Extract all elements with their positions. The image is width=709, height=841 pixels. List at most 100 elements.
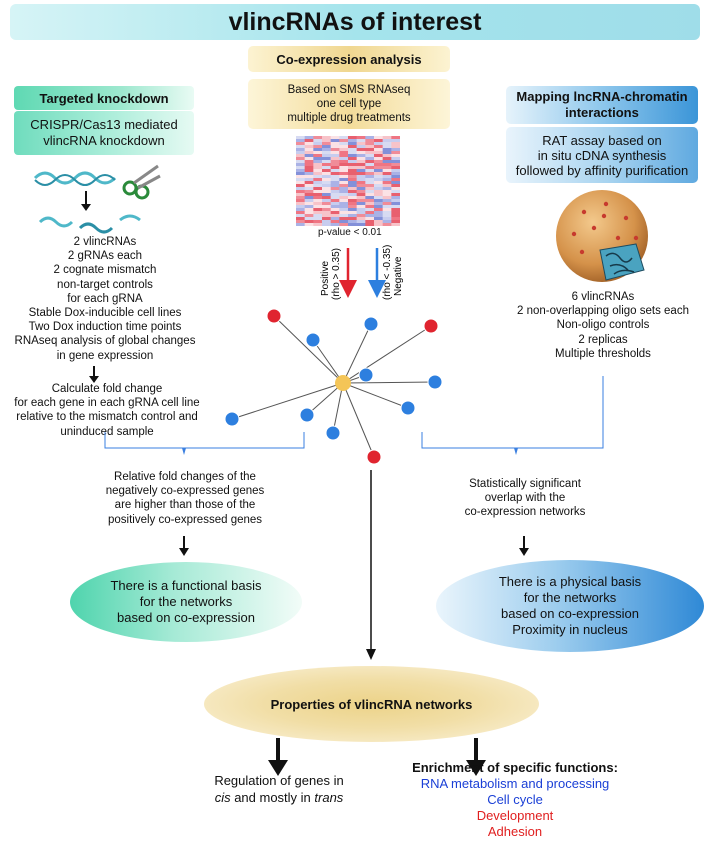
mapping-detail-line: 2 replicas — [578, 333, 628, 346]
heatmap-cell — [391, 223, 400, 226]
heatmap-cell — [313, 202, 323, 206]
heatmap-cell — [365, 148, 375, 152]
heatmap-cell — [356, 184, 366, 188]
heatmap-cell — [365, 160, 375, 164]
heatmap-cell — [374, 205, 383, 209]
heatmap-cell — [339, 136, 349, 140]
heatmap-cell — [296, 157, 305, 161]
heatmap-cell — [296, 148, 305, 152]
heatmap-cell — [348, 190, 357, 194]
network-edge — [332, 382, 344, 434]
heatmap-cell — [330, 145, 340, 149]
heatmap-cell — [391, 160, 400, 164]
network-nodes — [225, 308, 443, 465]
heatmap-cell — [313, 169, 323, 173]
heatmap-cell — [365, 190, 375, 194]
heatmap-cell — [382, 214, 392, 218]
heatmap-cell — [365, 172, 375, 176]
heatmap-cell — [365, 145, 375, 149]
rna-fragment-1 — [38, 216, 74, 228]
positive-label: Positive — [320, 261, 331, 296]
heatmap-cell — [322, 142, 331, 146]
heatmap-cell — [356, 163, 366, 167]
heatmap-cell — [322, 190, 331, 194]
heatmap-cell — [313, 148, 323, 152]
network-edge — [342, 381, 436, 384]
heatmap-cell — [391, 175, 400, 179]
network-edge — [342, 325, 432, 384]
heatmap-cell — [374, 211, 383, 215]
heatmap-cell — [339, 220, 349, 224]
heatmap-cell — [330, 178, 340, 182]
network-edge — [342, 382, 375, 458]
heatmap-cell — [356, 181, 366, 185]
heatmap-cell — [313, 136, 323, 140]
page-title: vlincRNAs of interest — [10, 4, 700, 40]
mapping-details: 6 vlincRNAs 2 non-overlapping oligo sets… — [505, 290, 701, 361]
heatmap-cell — [365, 205, 375, 209]
heatmap-cell — [374, 184, 383, 188]
physical-basis-line: Proximity in nucleus — [512, 622, 628, 637]
red-gene-node — [423, 318, 439, 334]
heatmap-cell — [339, 184, 349, 188]
red-gene-node — [266, 308, 282, 324]
heatmap-cell — [391, 154, 400, 158]
negative-label: Negative — [393, 256, 404, 296]
heatmap-cell — [304, 166, 314, 170]
mapping-detail-line: Multiple thresholds — [555, 347, 651, 360]
heatmap-cell — [348, 163, 357, 167]
heatmap-cell — [348, 202, 357, 206]
heatmap-cell — [356, 157, 366, 161]
heatmap-cell — [304, 205, 314, 209]
heatmap-cell — [356, 220, 366, 224]
heatmap-cell — [322, 193, 331, 197]
regulation-line2: cis and mostly in trans — [196, 789, 362, 806]
heatmap-cell — [382, 205, 392, 209]
heatmap-cell — [304, 160, 314, 164]
heatmap-cell — [374, 160, 383, 164]
heatmap-cell — [304, 217, 314, 221]
regulation-line1: Regulation of genes in — [214, 773, 344, 788]
heatmap-cell — [374, 181, 383, 185]
heatmap-cell — [382, 142, 392, 146]
heatmap-cell — [313, 211, 323, 215]
physical-basis-ellipse: There is a physical basis for the networ… — [436, 560, 704, 652]
heatmap-cell — [365, 175, 375, 179]
heatmap-cell — [348, 136, 357, 140]
blue-gene-node — [363, 316, 379, 332]
heatmap-cell — [322, 187, 331, 191]
rat-assay-line: followed by affinity purification — [515, 162, 689, 178]
heatmap-cell — [382, 202, 392, 206]
heatmap-cell — [304, 181, 314, 185]
targeted-knockdown-header: Targeted knockdown — [14, 86, 194, 110]
heatmap-cell — [391, 220, 400, 224]
heatmap-cell — [322, 196, 331, 200]
heatmap-cell — [296, 199, 305, 203]
heatmap-cell — [322, 214, 331, 218]
heatmap-cell — [322, 166, 331, 170]
heatmap-cell — [339, 211, 349, 215]
heatmap-cell — [348, 208, 357, 212]
heatmap-cell — [374, 166, 383, 170]
heatmap-cell — [313, 139, 323, 143]
heatmap-cell — [296, 175, 305, 179]
heatmap-cell — [330, 217, 340, 221]
blue-gene-node — [325, 425, 341, 441]
heatmap-cell — [322, 154, 331, 158]
knockdown-details: 2 vlincRNAs 2 gRNAs each 2 cognate misma… — [0, 235, 210, 363]
heatmap-cell — [365, 154, 375, 158]
right-finding-text: Statistically significant overlap with t… — [440, 477, 610, 520]
left-finding-text: Relative fold changes of the negatively … — [80, 470, 290, 527]
heatmap-cell — [296, 223, 305, 226]
heatmap-cell — [339, 175, 349, 179]
network-edge — [231, 382, 344, 420]
heatmap-cell — [330, 199, 340, 203]
heatmap-cell — [365, 157, 375, 161]
chromatin-header-line: Mapping lncRNA-chromatin — [516, 89, 688, 104]
heatmap-cell — [330, 136, 340, 140]
heatmap-cell — [330, 172, 340, 176]
co-expression-box: Based on SMS RNAseq one cell type multip… — [248, 79, 450, 129]
heatmap-cell — [339, 151, 349, 155]
heatmap-cell — [348, 223, 357, 226]
heatmap-cell — [330, 193, 340, 197]
